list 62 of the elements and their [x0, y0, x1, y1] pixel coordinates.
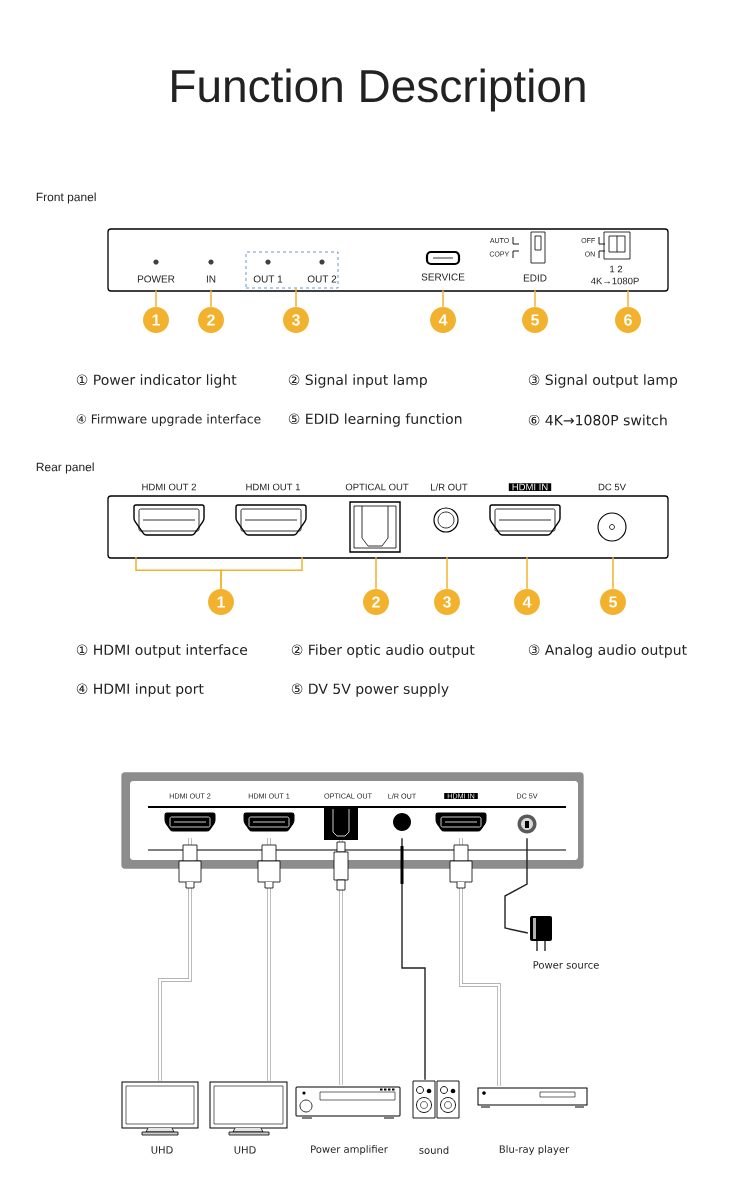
callout-number: 4 — [514, 589, 540, 615]
section-heading: Front panel — [36, 192, 96, 204]
panel-label: IN — [206, 275, 216, 283]
leader-line — [155, 289, 157, 308]
device-caption: Blu-ray player — [499, 1145, 570, 1155]
callout-number: 5 — [522, 307, 548, 333]
leader-line — [442, 289, 444, 308]
description-text: ⑥ 4K→1080P switch — [528, 414, 667, 426]
front-panel — [107, 228, 669, 292]
description-text: ③ Analog audio output — [528, 644, 687, 658]
cable — [158, 837, 192, 1082]
callout-number: 1 — [143, 307, 169, 333]
rear-panel — [107, 495, 669, 559]
panel-label: OUT 2 — [307, 275, 337, 283]
callout-number: 3 — [283, 307, 309, 333]
callout-number: 1 — [208, 589, 234, 615]
leader-line — [210, 289, 212, 308]
leader-line — [375, 556, 377, 590]
callout-number: 6 — [615, 307, 641, 333]
panel-label: 4K→1080P — [590, 277, 639, 285]
panel-label: POWER — [137, 275, 175, 283]
panel-label: EDID — [523, 274, 547, 282]
callout-number: 4 — [430, 307, 456, 333]
description-text: ② Signal input lamp — [288, 374, 427, 388]
callout-number: 3 — [434, 589, 460, 615]
leader-line — [534, 289, 536, 308]
panel-label: OPTICAL OUT — [345, 483, 409, 491]
leader-line — [612, 556, 614, 590]
panel-label: HDMI OUT 2 — [142, 483, 196, 491]
description-text: ⑤ DV 5V power supply — [291, 683, 449, 697]
panel-label: 1 2 — [610, 265, 623, 273]
panel-label: HDMI OUT 1 — [246, 483, 300, 491]
title: Function Description — [172, 68, 585, 112]
leader-line — [295, 287, 297, 308]
device-caption: UHD — [151, 1146, 173, 1154]
panel-label: L/R OUT — [431, 483, 468, 491]
cable — [459, 837, 501, 1087]
callout-number: 5 — [600, 589, 626, 615]
device-caption: sound — [419, 1146, 449, 1154]
description-text: ① HDMI output interface — [76, 644, 248, 658]
device-caption: Power source — [533, 961, 599, 969]
callout-number: 2 — [363, 589, 389, 615]
section-heading: Rear panel — [36, 462, 94, 474]
panel-label: SERVICE — [421, 273, 465, 281]
description-text: ③ Signal output lamp — [528, 374, 678, 388]
port-label: HDMI IN — [508, 483, 552, 491]
cable — [504, 837, 529, 934]
description-text: ① Power indicator light — [76, 374, 237, 388]
description-text: ② Fiber optic audio output — [291, 644, 475, 658]
device-caption: UHD — [234, 1146, 256, 1154]
description-text: ④ HDMI input port — [76, 683, 204, 697]
description-text: ④ Firmware upgrade interface — [76, 414, 261, 426]
panel-label: OUT 1 — [253, 275, 283, 283]
leader-line — [446, 556, 448, 590]
device-caption: Power amplifier — [311, 1145, 388, 1155]
leader-line — [220, 556, 303, 590]
cable — [267, 837, 271, 1082]
description-text: ⑤ EDID learning function — [288, 413, 462, 427]
panel-label: DC 5V — [598, 483, 626, 491]
leader-line — [627, 289, 629, 308]
leader-line — [526, 556, 528, 590]
callout-number: 2 — [198, 307, 224, 333]
